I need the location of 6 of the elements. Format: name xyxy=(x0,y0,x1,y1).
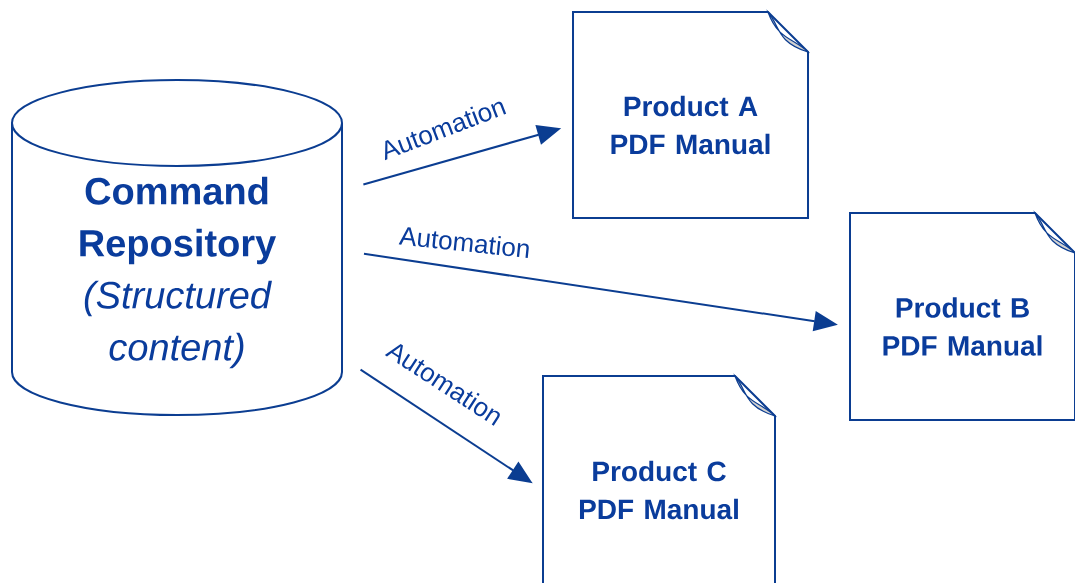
document-page: Product C PDF Manual xyxy=(542,375,776,583)
document-page: Product B PDF Manual xyxy=(849,212,1075,421)
node-label: Product C PDF Manual xyxy=(579,460,738,520)
edge-label: Automation xyxy=(397,224,533,260)
database-cylinder: Command Repository (Structured content) xyxy=(11,79,343,416)
document-page: Product A PDF Manual xyxy=(572,11,809,219)
